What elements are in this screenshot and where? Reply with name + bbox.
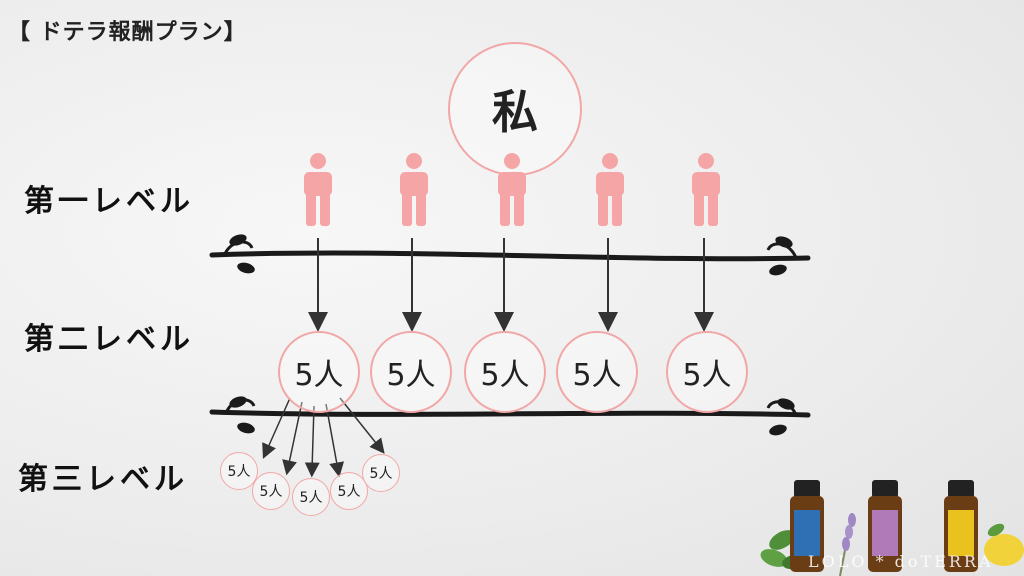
- level-3-node-label: 5人: [299, 490, 323, 506]
- level-3-node-label: 5人: [369, 466, 393, 482]
- essential-oil-bottle-icon: [790, 480, 824, 572]
- person-icon: [692, 153, 720, 226]
- level-2-node-label: 5人: [682, 358, 732, 393]
- level-3-node: 5人: [330, 472, 368, 510]
- divider-line-2: [209, 396, 811, 436]
- level-2-node-label: 5人: [386, 358, 436, 393]
- level-2-node: 5人: [278, 331, 360, 413]
- person-icon: [304, 153, 332, 226]
- person-icon: [498, 153, 526, 226]
- person-icon: [400, 153, 428, 226]
- level-2-node: 5人: [666, 331, 748, 413]
- level-2-node: 5人: [464, 331, 546, 413]
- level-3-node-label: 5人: [337, 484, 361, 500]
- level-3-node: 5人: [220, 452, 258, 490]
- lemon-icon: [984, 523, 1024, 566]
- level-3-node: 5人: [292, 478, 330, 516]
- divider-line-1: [209, 234, 811, 276]
- level-2-node-label: 5人: [480, 358, 530, 393]
- arrow-fan-icon: [262, 397, 291, 459]
- level-2-label: 第二レベル: [24, 322, 194, 357]
- level-3-label: 第三レベル: [18, 462, 188, 497]
- page-title: 【 ドテラ報酬プラン】: [8, 20, 247, 45]
- lavender-icon: [839, 513, 856, 576]
- watermark: LOLO * doTERRA: [808, 552, 994, 571]
- arrow-fan-icon: [339, 397, 385, 454]
- person-icon: [596, 153, 624, 226]
- level-1-label: 第一レベル: [24, 184, 194, 219]
- level-2-node-label: 5人: [294, 358, 344, 393]
- level-3-node: 5人: [252, 472, 290, 510]
- essential-oil-bottles: [760, 480, 1024, 576]
- level-3-node: 5人: [362, 454, 400, 492]
- level-3-node-label: 5人: [227, 464, 251, 480]
- root-node-label: 私: [492, 85, 538, 139]
- arrow-fan-icon: [282, 401, 303, 476]
- arrow-fan-icon: [304, 405, 320, 478]
- essential-oil-bottle-icon: [868, 480, 902, 572]
- level-2-node: 5人: [556, 331, 638, 413]
- essential-oil-bottle-icon: [944, 480, 978, 572]
- level-3-node-label: 5人: [259, 484, 283, 500]
- arrow-fan-icon: [325, 403, 345, 478]
- level-2-node: 5人: [370, 331, 452, 413]
- root-node-me: 私: [448, 42, 582, 176]
- level-2-node-label: 5人: [572, 358, 622, 393]
